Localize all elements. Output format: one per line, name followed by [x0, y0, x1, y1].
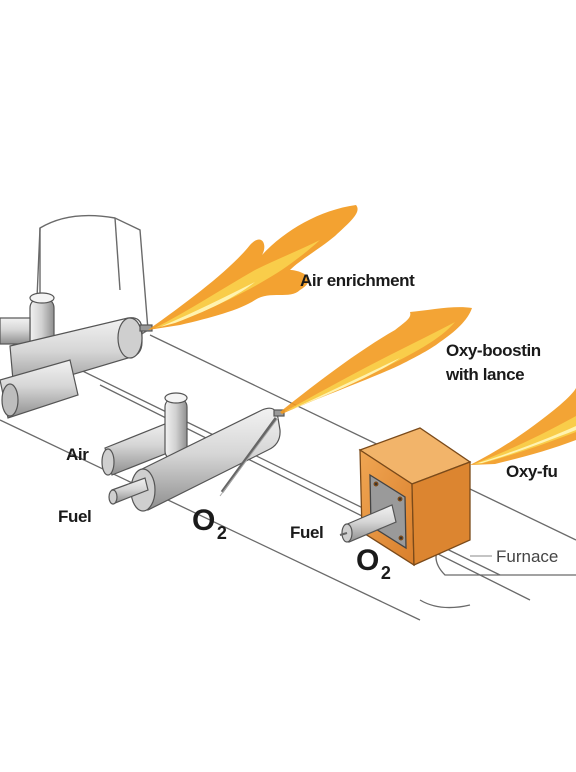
- label-o2-right-main: O: [356, 544, 379, 577]
- oxy-fuel-flame: [470, 388, 576, 465]
- label-oxy-boosting-line2: with lance: [446, 365, 525, 384]
- label-o2-left-sub: 2: [216, 523, 227, 543]
- label-oxy-boosting-line1: Oxy-boostin: [446, 341, 541, 360]
- label-o2-right-sub: 2: [380, 563, 391, 583]
- label-air: Air: [66, 445, 89, 464]
- oxy-boosting-burner: [101, 392, 285, 512]
- label-air-enrichment: Air enrichment: [300, 271, 415, 290]
- label-oxy-fuel: Oxy-fu: [506, 462, 558, 481]
- label-fuel-left: Fuel: [58, 507, 92, 526]
- oxy-fuel-nozzle: [339, 504, 397, 543]
- oxy-boosting-flame: [280, 307, 472, 414]
- label-fuel-right: Fuel: [290, 523, 324, 542]
- label-furnace: Furnace: [496, 547, 559, 566]
- label-o2-left-main: O: [192, 504, 215, 537]
- air-enrichment-burner: [0, 292, 153, 419]
- air-enrichment-flame: [148, 205, 358, 330]
